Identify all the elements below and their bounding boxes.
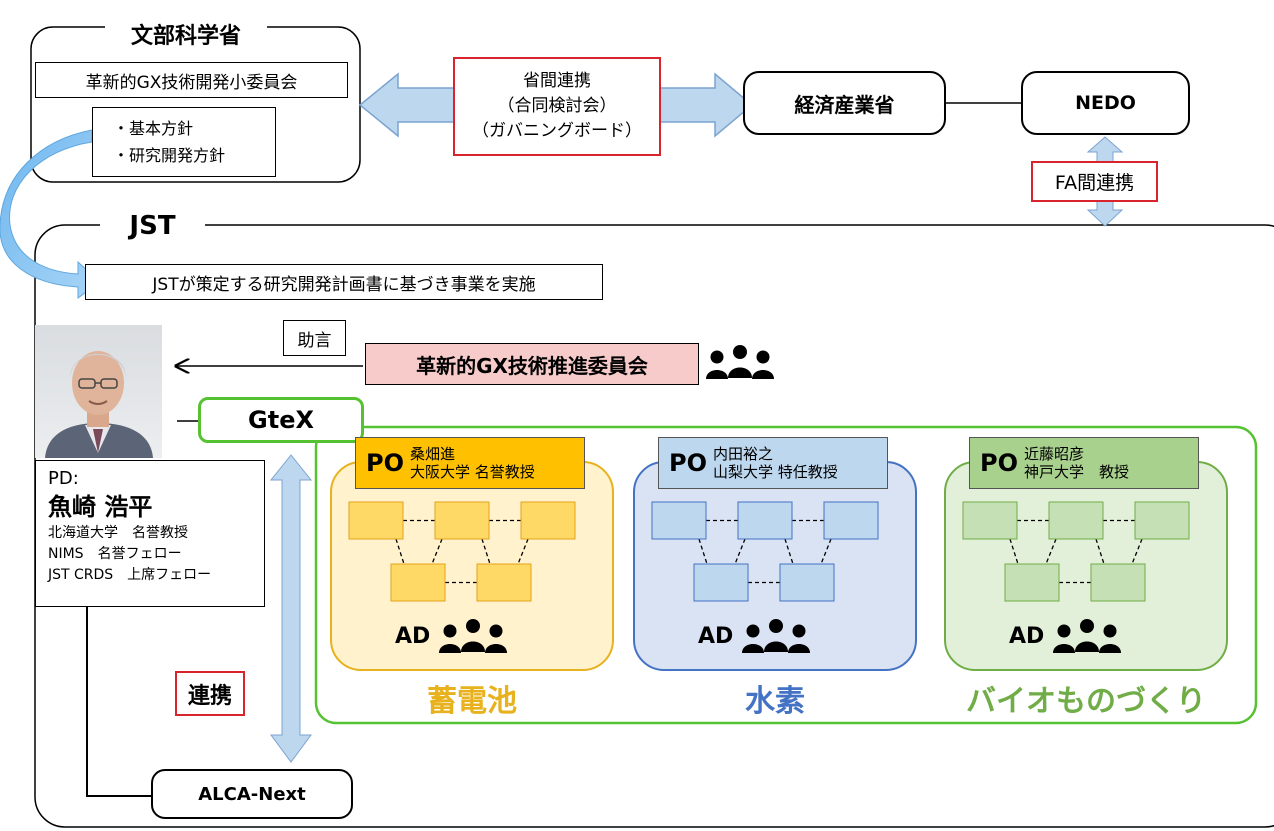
policy-rd: ・研究開発方針 xyxy=(113,146,226,165)
ad-people-icon xyxy=(742,619,811,653)
po-info: 内田裕之山梨大学 特任教授 xyxy=(713,445,838,481)
research-team-node xyxy=(1004,563,1060,602)
ad-group: AD xyxy=(698,616,813,656)
research-team-node xyxy=(1134,501,1190,540)
research-team-node xyxy=(476,563,532,602)
po-name: 桑畑進 xyxy=(410,445,456,463)
research-team-node xyxy=(962,501,1018,540)
research-team-node xyxy=(651,501,707,540)
po-affiliation: 大阪大学 名誉教授 xyxy=(410,463,535,481)
research-team-node xyxy=(1090,563,1146,602)
ministry-link-line2: （合同検討会） xyxy=(497,96,617,116)
ad-label: AD xyxy=(395,623,431,649)
pd-name: 魚崎 浩平 xyxy=(48,493,153,521)
area-link xyxy=(734,538,746,565)
field-label: 水素 xyxy=(745,684,805,719)
ministry-link-line1: 省間連携 xyxy=(523,71,591,91)
research-team-node xyxy=(348,501,404,540)
research-team-node xyxy=(779,563,835,602)
collab-box: 連携 xyxy=(175,671,245,716)
research-team-node xyxy=(737,501,793,540)
area-link xyxy=(1095,538,1105,565)
curved-arrow xyxy=(0,129,101,299)
research-team-node xyxy=(693,563,749,602)
meti-box: 経済産業省 xyxy=(743,71,946,135)
area-link xyxy=(1045,538,1057,565)
po-name: 近藤昭彦 xyxy=(1024,445,1085,463)
mext-policy-box: ・基本方針 ・研究開発方針 xyxy=(92,107,276,177)
research-team-node xyxy=(390,563,446,602)
gtex-label: GteX xyxy=(198,397,364,443)
pd-photo xyxy=(35,325,162,458)
jst-plan-box: JSTが策定する研究開発計画書に基づき事業を実施 xyxy=(85,264,603,300)
ad-label: AD xyxy=(1009,623,1045,649)
field-label: 蓄電池 xyxy=(427,684,517,719)
po-name: 内田裕之 xyxy=(713,445,774,463)
po-info: 近藤昭彦神戸大学 教授 xyxy=(1024,445,1129,481)
ad-people-icon xyxy=(1053,619,1122,653)
mext-committee: 革新的GX技術開発小委員会 xyxy=(35,62,348,98)
research-team-node xyxy=(520,501,576,540)
po-label: PO xyxy=(366,449,404,477)
jst-title: JST xyxy=(100,205,205,247)
area-link xyxy=(1131,538,1143,565)
area-link xyxy=(517,538,529,565)
fa-link-box: FA間連携 xyxy=(1031,161,1158,202)
research-team-node xyxy=(1048,501,1104,540)
research-team-node xyxy=(823,501,879,540)
pd-affil-1: 北海道大学 名誉教授 xyxy=(48,525,188,541)
nedo-box: NEDO xyxy=(1021,71,1190,135)
ad-people-icon xyxy=(439,619,508,653)
po-label: PO xyxy=(669,449,707,477)
advice-label: 助言 xyxy=(283,320,346,356)
area-link xyxy=(1009,538,1019,565)
pd-affil-3: JST CRDS 上席フェロー xyxy=(48,567,212,583)
ad-group: AD xyxy=(395,616,510,656)
po-info: 桑畑進大阪大学 名誉教授 xyxy=(410,445,535,481)
po-affiliation: 神戸大学 教授 xyxy=(1024,463,1130,481)
policy-basic: ・基本方針 xyxy=(113,119,194,138)
committee-people-icon xyxy=(706,345,774,379)
pd-affil-2: NIMS 名誉フェロー xyxy=(48,546,182,562)
area-link xyxy=(698,538,708,565)
pd-alca-line xyxy=(86,607,151,797)
ministry-link-box: 省間連携 （合同検討会） （ガバニングボード） xyxy=(453,57,661,156)
area-link xyxy=(784,538,794,565)
area-link xyxy=(431,538,443,565)
ministry-link-line3: （ガバニングボード） xyxy=(472,121,642,141)
ad-label: AD xyxy=(698,623,734,649)
alca-double-arrow xyxy=(269,454,313,763)
field-label: バイオものづくり xyxy=(966,684,1206,719)
po-label: PO xyxy=(980,449,1018,477)
ad-group: AD xyxy=(1009,616,1124,656)
area-link xyxy=(395,538,405,565)
mext-title: 文部科学省 xyxy=(105,17,267,51)
pd-label: PD: xyxy=(48,468,79,489)
alca-box: ALCA-Next xyxy=(151,769,353,819)
promotion-committee-box: 革新的GX技術推進委員会 xyxy=(365,343,699,385)
pd-box: PD: 魚崎 浩平 北海道大学 名誉教授 NIMS 名誉フェロー JST CRD… xyxy=(35,460,265,607)
research-team-node xyxy=(434,501,490,540)
area-link xyxy=(820,538,832,565)
area-link xyxy=(481,538,491,565)
po-affiliation: 山梨大学 特任教授 xyxy=(713,463,838,481)
